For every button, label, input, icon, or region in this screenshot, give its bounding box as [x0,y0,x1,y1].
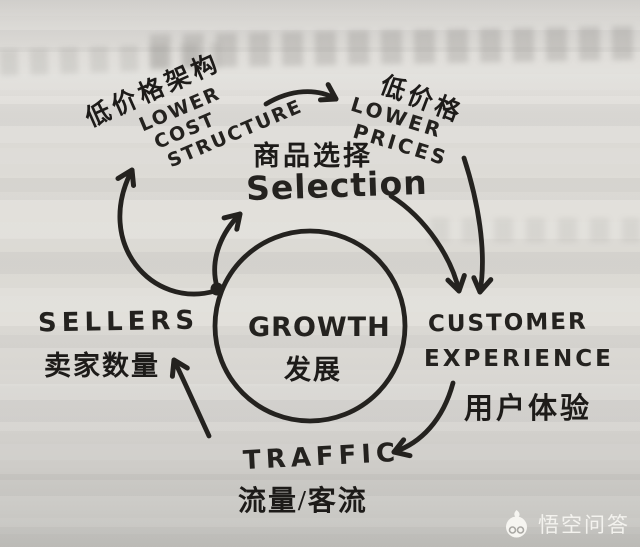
arrow-customer-experience-to-traffic [391,380,456,459]
label-selection-en: Selection [245,162,429,209]
wukong-logo-icon [506,510,527,538]
circle-junction-knot [210,282,224,296]
label-traffic-en: TRAFFIC [242,437,401,477]
label-customer-en: CUSTOMER [427,308,588,338]
label-sellers-zh: 卖家数量 [44,351,160,381]
label-experience-en: EXPERIENCE [424,346,614,372]
print-bleedthrough [430,218,640,242]
label-customer-experience-zh: 用户体验 [464,393,593,425]
label-growth-en: GROWTH [248,312,391,343]
label-sellers-en: SELLERS [37,305,200,339]
print-bleedthrough [149,25,640,69]
arrow-growth-to-selection [212,211,243,290]
arrow-sellers-to-lower-cost [115,167,218,297]
watermark: 悟空问答 [503,509,630,539]
watermark-label: 悟空问答 [538,513,630,537]
arrow-lower-prices-to-customer-experience [461,155,494,295]
label-selection-zh: 商品选择 [253,141,373,171]
label-growth-zh: 发展 [284,355,342,385]
arrow-traffic-to-sellers [169,357,212,439]
label-traffic-zh: 流量/客流 [238,486,368,517]
arrow-selection-to-customer-experience [388,193,467,294]
